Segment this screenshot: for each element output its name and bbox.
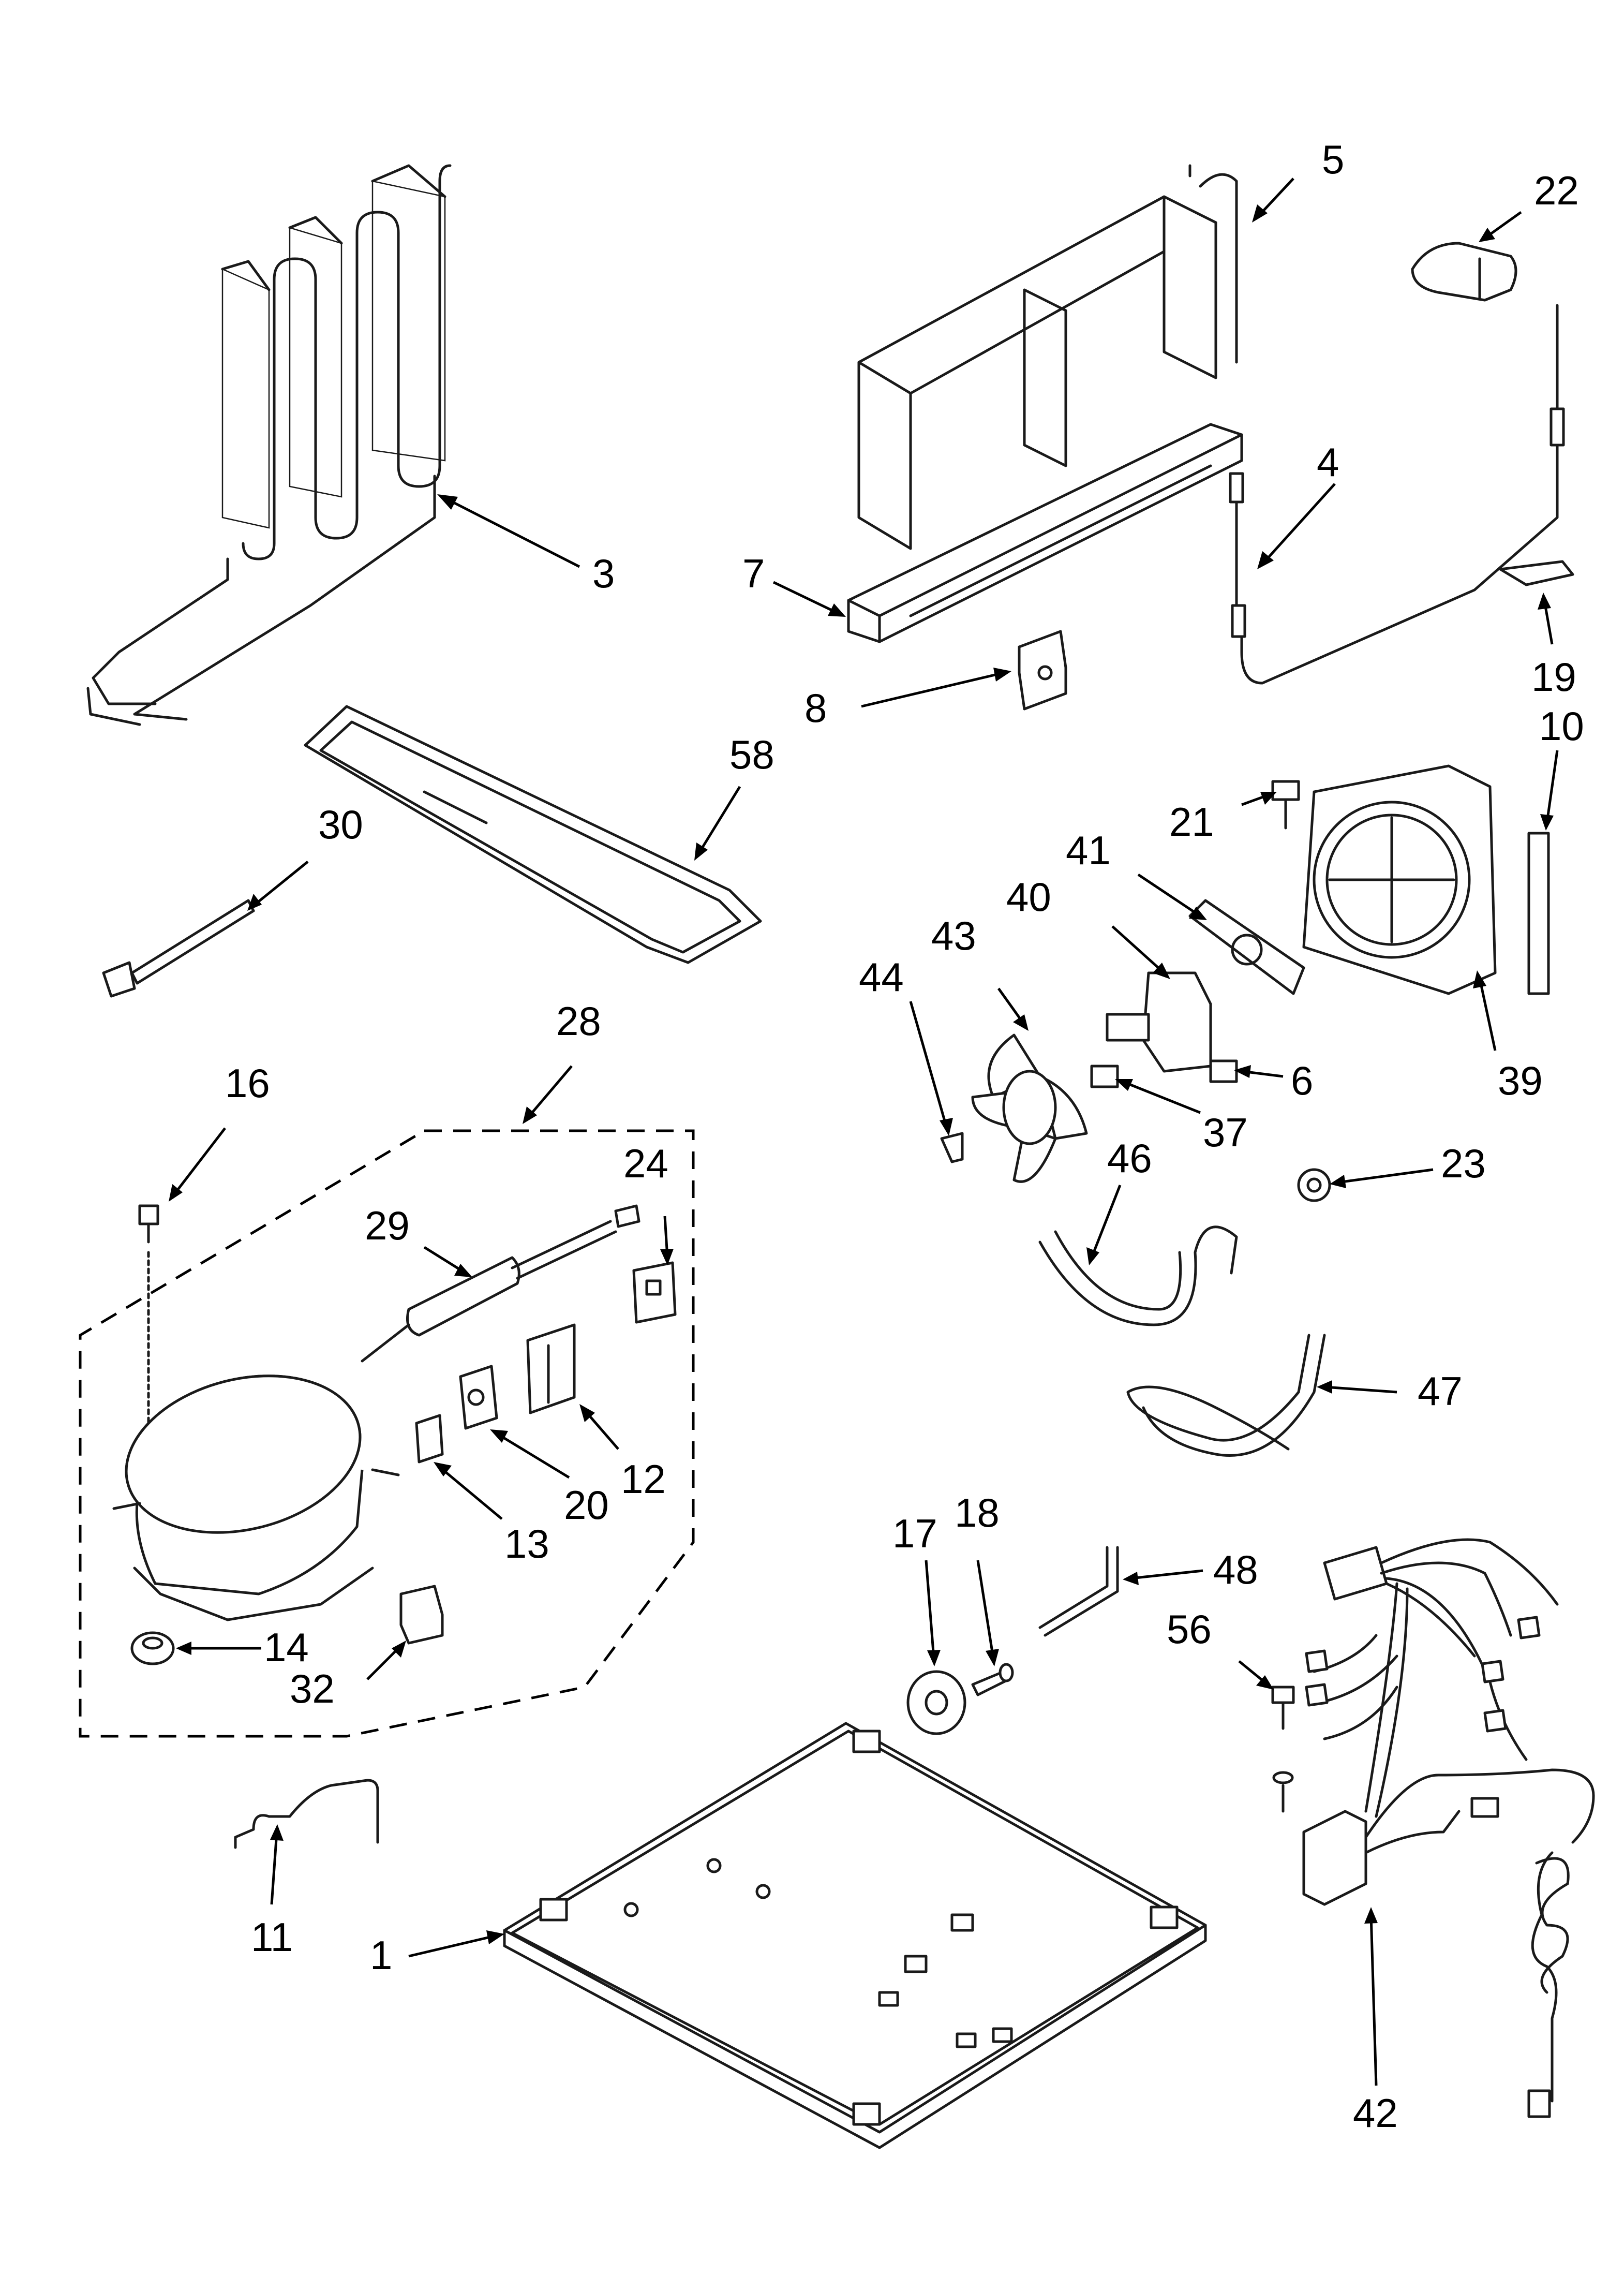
tube-46: [1038, 1225, 1238, 1326]
callout-3: 3: [592, 551, 615, 596]
leader-lines: [169, 178, 1559, 2086]
gasket-strip: [1527, 832, 1550, 995]
drip-pan: [304, 705, 762, 964]
relay-cover-12: [526, 1323, 576, 1414]
clip-44: [940, 1132, 964, 1163]
cable-tie: [102, 899, 255, 998]
grommet-14: [130, 1631, 175, 1665]
callout-30: 30: [318, 802, 363, 847]
screw-56: [1271, 1686, 1295, 1813]
callout-4: 4: [1317, 439, 1339, 485]
fan-shroud: [1302, 764, 1497, 995]
callout-24: 24: [623, 1141, 668, 1186]
callout-18: 18: [955, 1490, 1000, 1535]
drain-trough: [847, 423, 1243, 643]
relay-32: [399, 1585, 444, 1645]
sensor-harness: [1229, 472, 1476, 685]
callout-42: 42: [1353, 2090, 1398, 2136]
callout-14: 14: [264, 1624, 309, 1670]
base-frame: [503, 1722, 1207, 2149]
callout-48: 48: [1213, 1547, 1258, 1592]
tube-47: [1126, 1334, 1326, 1457]
wheel: [906, 1670, 966, 1735]
grommet-23: [1297, 1168, 1331, 1202]
callout-16: 16: [225, 1060, 270, 1106]
callout-46: 46: [1107, 1135, 1152, 1181]
callout-10: 10: [1539, 703, 1584, 749]
thermistor-wire: [1473, 304, 1565, 592]
screw-37: [1090, 1065, 1119, 1088]
callout-12: 12: [621, 1456, 666, 1502]
callout-numbers: 3 5 22 4 7 8 19 10 21 58 30 41 40 43 44 …: [225, 137, 1584, 2136]
cap-22: [1411, 242, 1517, 302]
callout-47: 47: [1418, 1368, 1463, 1414]
axle: [971, 1663, 1014, 1696]
callout-7: 7: [742, 551, 765, 596]
callout-58: 58: [729, 732, 774, 777]
wire-harness: [1302, 1538, 1595, 2118]
callout-41: 41: [1066, 828, 1111, 873]
callout-37: 37: [1203, 1110, 1248, 1155]
callout-56: 56: [1167, 1606, 1212, 1652]
callout-13: 13: [504, 1521, 549, 1567]
callout-22: 22: [1534, 168, 1579, 213]
callout-21: 21: [1169, 799, 1214, 845]
callout-1: 1: [370, 1932, 392, 1978]
connector-24: [632, 1261, 677, 1324]
bracket-wire: [234, 1779, 379, 1849]
fan-blade: [971, 1033, 1088, 1183]
callout-19: 19: [1531, 654, 1576, 700]
overload-13: [415, 1414, 444, 1464]
callout-40: 40: [1006, 874, 1051, 920]
callout-23: 23: [1441, 1141, 1486, 1186]
callout-43: 43: [931, 913, 976, 958]
callout-44: 44: [859, 954, 904, 1000]
callout-20: 20: [564, 1482, 609, 1528]
callout-28: 28: [556, 998, 601, 1044]
relay-20: [459, 1365, 498, 1430]
callout-17: 17: [892, 1511, 937, 1556]
callout-39: 39: [1498, 1058, 1543, 1103]
callout-6: 6: [1291, 1058, 1313, 1103]
fan-motor: [1106, 971, 1212, 1073]
condenser-coil: [86, 164, 452, 726]
screw-6: [1209, 1059, 1238, 1083]
callout-29: 29: [365, 1203, 410, 1248]
clip-19: [1499, 560, 1574, 586]
screw-21: [1271, 780, 1300, 830]
callout-8: 8: [804, 685, 827, 731]
clip-8: [1018, 630, 1067, 711]
mounting-plate: [1188, 899, 1305, 995]
tube-48: [1038, 1546, 1119, 1637]
callout-11: 11: [251, 1914, 293, 1960]
capacitor: [361, 1204, 640, 1363]
evaporator-coil: [857, 164, 1238, 550]
callout-32: 32: [290, 1666, 335, 1711]
callout-5: 5: [1322, 137, 1344, 182]
compressor: [112, 1375, 400, 1621]
